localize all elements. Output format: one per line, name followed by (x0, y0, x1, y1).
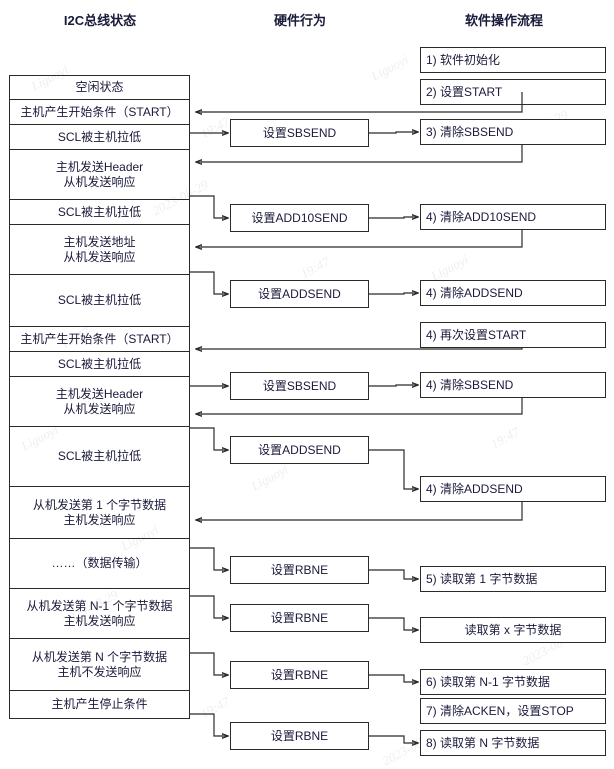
hardware-action-box: 设置RBNE (230, 661, 369, 689)
hardware-action-box: 设置RBNE (230, 722, 369, 750)
watermark-text: 19:47 (198, 113, 232, 142)
bus-state-line: 从机发送响应 (63, 401, 136, 416)
hardware-action-box: 设置SBSEND (230, 119, 369, 147)
column-header-2: 硬件行为 (273, 13, 327, 28)
bus-state-line: 主机发送响应 (63, 613, 136, 628)
software-step-box: 1) 软件初始化 (420, 47, 606, 73)
hardware-action-box: 设置ADDSEND (230, 280, 369, 308)
bus-state-line: 从机发送第 N 个字节数据 (31, 649, 168, 664)
bus-state-row: 主机产生停止条件 (10, 691, 189, 718)
bus-state-row: 从机发送第 N 个字节数据主机不发送响应 (10, 639, 189, 691)
bus-state-line: 从机发送第 1 个字节数据 (32, 497, 167, 512)
column-header-3: 软件操作流程 (464, 13, 544, 28)
bus-state-row: ……（数据传输） (10, 539, 189, 589)
bus-state-line: 主机产生开始条件（START） (20, 104, 179, 119)
bus-state-line: SCL被主机拉低 (57, 449, 142, 463)
software-step-box: 8) 读取第 N 字节数据 (420, 730, 606, 756)
hardware-action-box: 设置SBSEND (230, 372, 369, 400)
bus-state-line: 从机发送第 N-1 个字节数据 (26, 598, 173, 613)
bus-state-row: SCL被主机拉低 (10, 275, 189, 327)
watermark-text: Liguoyi (368, 51, 411, 84)
bus-state-line: SCL被主机拉低 (57, 129, 142, 144)
software-step-box: 4) 清除ADDSEND (420, 476, 606, 502)
watermark-text: 19:47 (198, 693, 232, 722)
bus-state-line: ……（数据传输） (51, 556, 148, 570)
bus-state-row: 从机发送第 N-1 个字节数据主机发送响应 (10, 589, 189, 639)
software-step-box: 4) 清除ADD10SEND (420, 204, 606, 230)
bus-state-row: SCL被主机拉低 (10, 352, 189, 377)
bus-state-line: 从机发送响应 (63, 249, 136, 264)
bus-state-line: 主机发送地址 (63, 234, 136, 249)
bus-state-line: 主机产生开始条件（START） (20, 331, 179, 346)
bus-state-line: 空闲状态 (75, 80, 124, 94)
software-step-box: 读取第 x 字节数据 (420, 617, 606, 643)
software-step-box: 6) 读取第 N-1 字节数据 (420, 669, 606, 695)
software-step-box: 4) 再次设置START (420, 322, 606, 348)
bus-state-line: 主机不发送响应 (57, 664, 142, 679)
bus-state-line: 主机发送Header (55, 386, 144, 401)
bus-state-line: SCL被主机拉低 (57, 293, 142, 307)
bus-state-row: 空闲状态 (10, 76, 189, 100)
bus-state-line: 从机发送响应 (63, 174, 136, 189)
bus-state-line: SCL被主机拉低 (57, 204, 142, 219)
hardware-action-box: 设置ADD10SEND (230, 204, 369, 232)
software-step-box: 7) 清除ACKEN，设置STOP (420, 698, 606, 724)
bus-state-row: SCL被主机拉低 (10, 125, 189, 150)
bus-state-row: SCL被主机拉低 (10, 200, 189, 225)
watermark-text: 19:47 (488, 423, 522, 452)
bus-state-line: 主机发送Header (55, 159, 144, 174)
hardware-action-box: 设置ADDSEND (230, 436, 369, 464)
bus-state-line: SCL被主机拉低 (57, 356, 142, 371)
hardware-action-box: 设置RBNE (230, 556, 369, 584)
bus-state-line: 主机发送响应 (63, 512, 136, 527)
bus-state-line: 主机产生停止条件 (51, 697, 148, 711)
software-step-box: 4) 清除SBSEND (420, 372, 606, 398)
bus-state-row: SCL被主机拉低 (10, 427, 189, 487)
software-step-box: 2) 设置START (420, 79, 606, 105)
software-step-box: 3) 清除SBSEND (420, 119, 606, 145)
watermark-text: Liguoyi (248, 461, 291, 494)
bus-state-row: 主机产生开始条件（START） (10, 100, 189, 125)
bus-state-row: 主机发送地址从机发送响应 (10, 225, 189, 275)
bus-state-row: 主机产生开始条件（START） (10, 327, 189, 352)
hardware-action-box: 设置RBNE (230, 604, 369, 632)
software-step-box: 4) 清除ADDSEND (420, 280, 606, 306)
bus-state-row: 从机发送第 1 个字节数据主机发送响应 (10, 487, 189, 539)
software-step-box: 5) 读取第 1 字节数据 (420, 566, 606, 592)
column-header-1: I2C总线状态 (63, 13, 137, 28)
watermark-text: 19:47 (298, 253, 332, 282)
